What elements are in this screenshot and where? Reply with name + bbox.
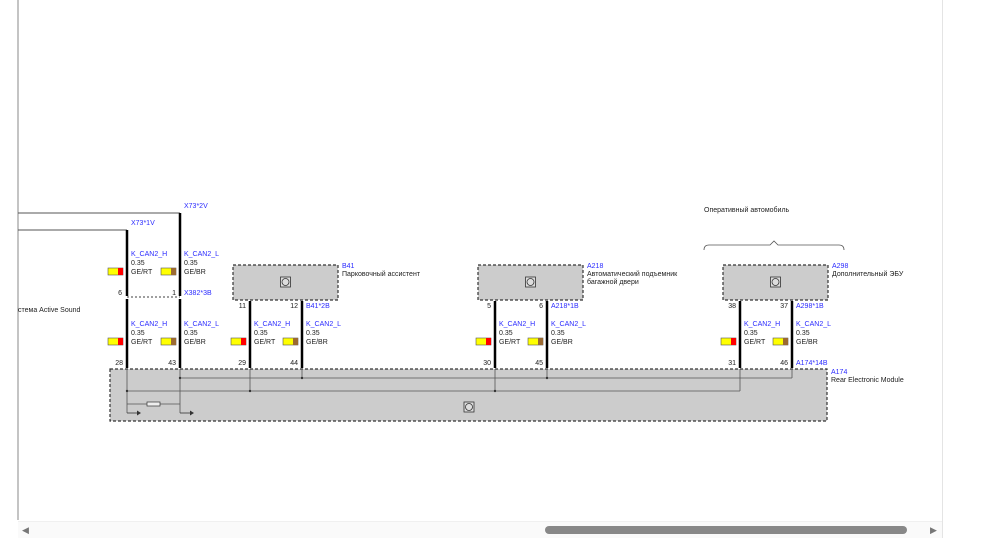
- wire-l-lower-color-swatch-stripe: [171, 338, 176, 345]
- wire-l-lower-color: GE/BR: [551, 339, 573, 346]
- connector-x73-1v: X73*1V: [131, 220, 155, 227]
- wire-h-lower-color-swatch-stripe: [118, 338, 123, 345]
- wire-h-lower-color: GE/RT: [744, 339, 766, 346]
- wire-l-lower-signal: K_CAN2_L: [796, 321, 831, 328]
- group-label: Оперативный автомобиль: [704, 206, 790, 214]
- wire-h-lower-color-swatch-stripe: [731, 338, 736, 345]
- pin-label: 5: [487, 303, 491, 310]
- module-name: Дополнительный ЭБУ: [832, 270, 904, 278]
- pin-label: 11: [239, 303, 246, 310]
- wire-l-lower-color: GE/BR: [184, 339, 206, 346]
- pin-label: 28: [115, 360, 123, 367]
- module-name-line2: багажной двери: [587, 278, 639, 286]
- module-name: Автоматический подъемник: [587, 270, 678, 278]
- module-id: A218: [587, 263, 603, 270]
- junction-dot: [493, 389, 497, 393]
- wire-l-lower-color: GE/BR: [796, 339, 818, 346]
- junction-dot: [125, 389, 129, 393]
- pin-label: 6: [539, 303, 543, 310]
- scrollbar-thumb[interactable]: [545, 526, 907, 534]
- module-id: A298: [832, 263, 848, 270]
- arrow-icon: [190, 410, 194, 416]
- wire-h-lower-signal: K_CAN2_H: [131, 321, 167, 328]
- wire-l-lower-signal: K_CAN2_L: [184, 321, 219, 328]
- module-name: Rear Electronic Module: [831, 377, 904, 384]
- connector-a174-14b: A174*14B: [796, 360, 828, 367]
- junction-dot: [300, 376, 304, 380]
- wire-h-lower-signal: K_CAN2_H: [744, 321, 780, 328]
- wire-h-upper-color: GE/RT: [131, 269, 153, 276]
- pin-label: 38: [728, 303, 736, 310]
- wire-h-lower-color: GE/RT: [254, 339, 276, 346]
- junction-dot: [545, 376, 549, 380]
- ecu-icon: [525, 276, 536, 288]
- wire-l-lower-color-swatch-stripe: [783, 338, 788, 345]
- module-A174: [109, 368, 828, 422]
- junction-dot: [248, 389, 252, 393]
- module-id: A174: [831, 369, 847, 376]
- module-B41: [232, 264, 339, 301]
- pin-label: 1: [172, 290, 176, 297]
- wire-l-upper-gauge: 0.35: [184, 260, 198, 267]
- wire-l-upper-color-swatch-stripe: [171, 268, 176, 275]
- connector-label: A298*1B: [796, 303, 824, 310]
- pin-label: 43: [168, 360, 176, 367]
- wire-h-lower-color: GE/RT: [131, 339, 153, 346]
- pin-label: 12: [290, 303, 298, 310]
- pin-label: 30: [483, 360, 491, 367]
- active-sound-label: стема Active Sound: [18, 307, 81, 314]
- ecu-icon-ring: [465, 403, 473, 411]
- wire-l-lower-signal: K_CAN2_L: [551, 321, 586, 328]
- ecu-icon: [463, 401, 475, 413]
- wire-l-lower-gauge: 0.35: [306, 330, 320, 337]
- wire-h-lower-color-swatch-stripe: [486, 338, 491, 345]
- connector-label: B41*2B: [306, 303, 330, 310]
- wire-h-lower-signal: K_CAN2_H: [254, 321, 290, 328]
- ecu-icon-ring: [526, 278, 535, 286]
- wire-h-upper-signal: K_CAN2_H: [131, 251, 167, 258]
- arrow-icon: [137, 410, 141, 416]
- junction-dot: [178, 376, 182, 380]
- wire-h-lower-gauge: 0.35: [744, 330, 758, 337]
- wire-h-lower-color-swatch-stripe: [241, 338, 246, 345]
- wire-h-lower-color: GE/RT: [499, 339, 521, 346]
- resistor-icon: [146, 401, 161, 407]
- module-id: B41: [342, 263, 355, 270]
- pin-label: 46: [780, 360, 788, 367]
- module-name: Парковочный ассистент: [342, 270, 421, 278]
- scroll-left-arrow-icon[interactable]: ◀: [22, 525, 29, 535]
- group-brace: [703, 240, 845, 251]
- horizontal-scrollbar[interactable]: ◀ ▶: [18, 521, 942, 538]
- wire-h-lower-gauge: 0.35: [254, 330, 268, 337]
- pin-label: 44: [290, 360, 298, 367]
- connector-label: A218*1B: [551, 303, 579, 310]
- wire-l-lower-color: GE/BR: [306, 339, 328, 346]
- ecu-icon-ring: [281, 278, 290, 286]
- scroll-right-arrow-icon[interactable]: ▶: [930, 525, 937, 535]
- wire-l-lower-signal: K_CAN2_L: [306, 321, 341, 328]
- wire-l-lower-gauge: 0.35: [184, 330, 198, 337]
- wire-h-upper-color-swatch-stripe: [118, 268, 123, 275]
- pin-label: 31: [728, 360, 736, 367]
- pin-label: 29: [238, 360, 246, 367]
- ecu-icon-ring: [771, 278, 780, 286]
- pin-label: 45: [535, 360, 543, 367]
- wire-l-lower-gauge: 0.35: [796, 330, 810, 337]
- viewport-border: [942, 0, 943, 538]
- connector-x73-2v: X73*2V: [184, 203, 208, 210]
- wire-l-lower-color-swatch-stripe: [293, 338, 298, 345]
- wire-h-lower-signal: K_CAN2_H: [499, 321, 535, 328]
- pin-label: 37: [780, 303, 788, 310]
- wire-h-upper-gauge: 0.35: [131, 260, 145, 267]
- ecu-icon: [280, 276, 291, 288]
- wire-l-lower-color-swatch-stripe: [538, 338, 543, 345]
- wire-h-lower-gauge: 0.35: [499, 330, 513, 337]
- wire-h-lower-gauge: 0.35: [131, 330, 145, 337]
- ecu-icon: [770, 276, 781, 288]
- connector-x382-3b: X382*3B: [184, 290, 212, 297]
- wire-l-lower-gauge: 0.35: [551, 330, 565, 337]
- pin-label: 6: [118, 290, 122, 297]
- wire-l-upper-signal: K_CAN2_L: [184, 251, 219, 258]
- wire-l-upper-color: GE/BR: [184, 269, 206, 276]
